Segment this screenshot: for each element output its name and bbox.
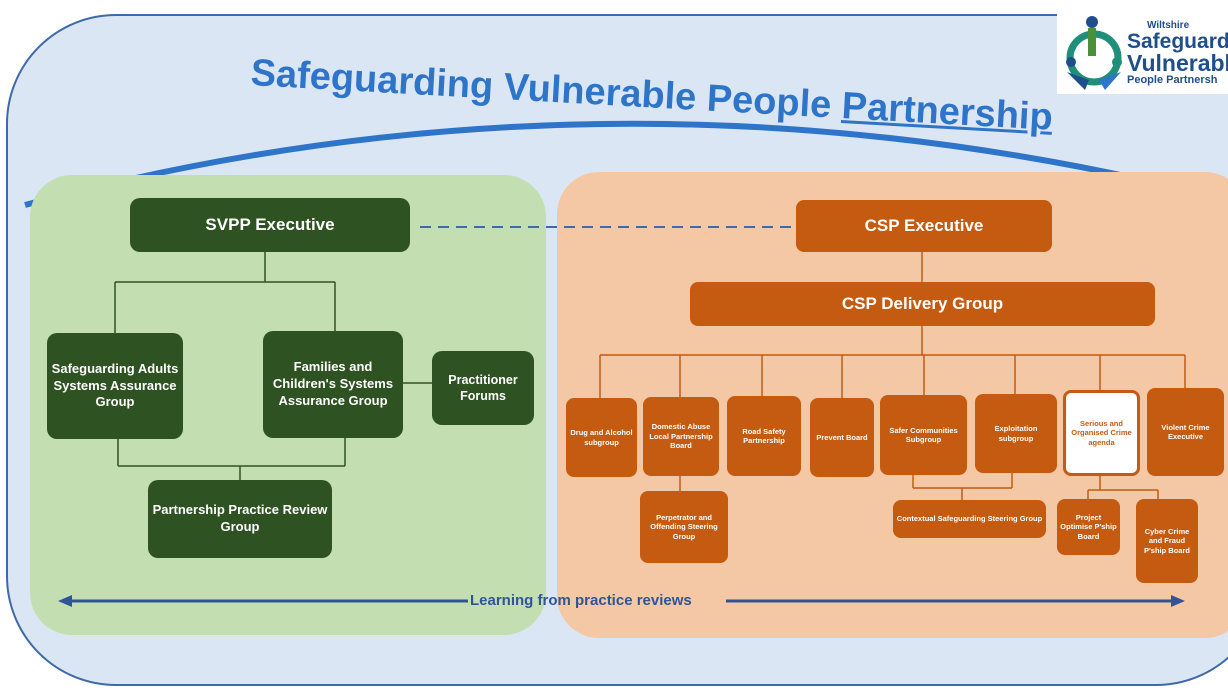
practice-review-box: Partnership Practice Review Group — [148, 480, 332, 558]
exploitation-box: Exploitation subgroup — [975, 394, 1057, 473]
logo-line2: Safeguardin — [1127, 30, 1228, 53]
wiltshire-logo: Wiltshire Safeguardin Vulnerabl People P… — [1057, 8, 1228, 94]
logo-line1: Wiltshire — [1147, 20, 1190, 31]
csp-delivery-box: CSP Delivery Group — [690, 282, 1155, 326]
logo-line3: Vulnerabl — [1127, 50, 1228, 76]
project-optimise-box: Project Optimise P'ship Board — [1057, 499, 1120, 555]
families-assurance-box: Families and Children's Systems Assuranc… — [263, 331, 403, 438]
adults-assurance-box: Safeguarding Adults Systems Assurance Gr… — [47, 333, 183, 439]
contextual-safeguarding-box: Contextual Safeguarding Steering Group — [893, 500, 1046, 538]
prevent-board-box: Prevent Board — [810, 398, 874, 477]
learning-label: Learning from practice reviews — [470, 592, 692, 609]
practitioner-forums-box: Practitioner Forums — [432, 351, 534, 425]
drug-alcohol-box: Drug and Alcohol subgroup — [566, 398, 637, 477]
cyber-crime-box: Cyber Crime and Fraud P'ship Board — [1136, 499, 1198, 583]
perpetrator-offending-box: Perpetrator and Offending Steering Group — [640, 491, 728, 563]
csp-executive-box: CSP Executive — [796, 200, 1052, 252]
domestic-abuse-box: Domestic Abuse Local Partnership Board — [643, 397, 719, 476]
safer-communities-box: Safer Communities Subgroup — [880, 395, 967, 475]
svpp-executive-box: SVPP Executive — [130, 198, 410, 252]
road-safety-box: Road Safety Partnership — [727, 396, 801, 476]
violent-crime-box: Violent Crime Executive — [1147, 388, 1224, 476]
serious-organised-crime-box: Serious and Organised Crime agenda — [1063, 390, 1140, 476]
logo-line4: People Partnersh — [1127, 74, 1218, 86]
logo-icon — [1066, 16, 1122, 90]
